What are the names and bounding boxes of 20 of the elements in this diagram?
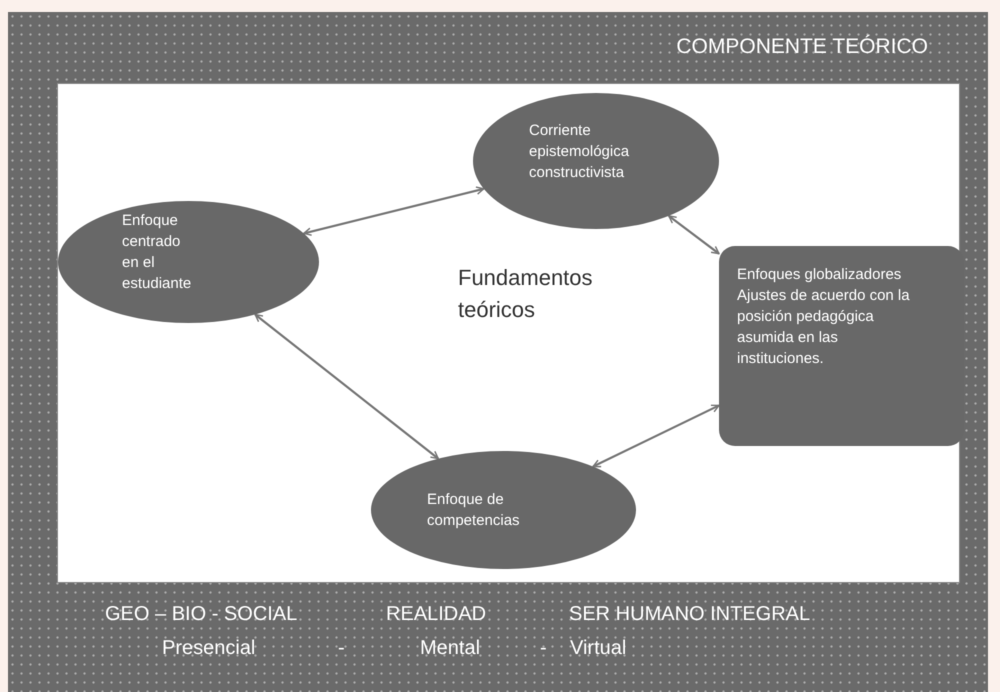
footer-label: GEO – BIO - SOCIAL xyxy=(105,603,298,626)
footer-label: Presencial xyxy=(162,637,256,660)
outer-panel xyxy=(8,12,988,692)
double-arrow xyxy=(303,186,484,236)
node-label: Enfoque centrado en el estudiante xyxy=(122,211,192,294)
footer-label: REALIDAD xyxy=(386,603,486,626)
footer-label: Virtual xyxy=(570,637,626,660)
double-arrow xyxy=(668,214,720,255)
panel-heading: COMPONENTE TEÓRICO xyxy=(676,34,928,60)
footer-label: Mental xyxy=(420,637,480,660)
footer-label: - xyxy=(540,637,547,660)
center-heading: Fundamentos teóricos xyxy=(458,264,594,324)
node-label: Enfoque de competencias xyxy=(427,490,521,531)
double-arrow xyxy=(592,404,720,468)
node-label: Ajustes de acuerdo con la posición pedagógica asumida en las instituciones. xyxy=(737,286,911,369)
double-arrow xyxy=(254,314,439,460)
node-label: Corriente epistemológica constructivista xyxy=(529,120,630,182)
footer-label: SER HUMANO INTEGRAL xyxy=(569,603,810,626)
node-label: Enfoques globalizadores xyxy=(737,265,902,285)
footer-label: - xyxy=(338,637,345,660)
